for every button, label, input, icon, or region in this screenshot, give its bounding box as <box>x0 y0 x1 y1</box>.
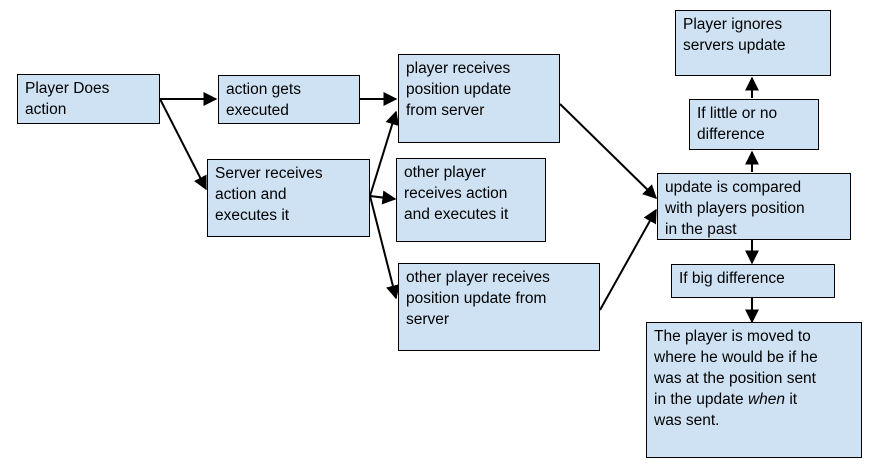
node-player-receives-update: player receives position update from ser… <box>398 54 560 143</box>
arrow-server-to-other-action <box>369 190 397 205</box>
node-action-gets-executed: action gets executed <box>218 75 360 124</box>
moved-text-emphasis: when <box>747 391 786 408</box>
arrow-server-to-player-receives <box>369 110 399 197</box>
node-big-difference: If big difference <box>671 264 835 298</box>
node-update-compared: update is compared with players position… <box>657 173 851 240</box>
node-little-or-no-difference: If little or no difference <box>689 99 819 150</box>
node-player-ignores-update: Player ignores servers update <box>675 10 831 76</box>
arrow-action-to-server <box>159 98 207 191</box>
moved-text-part1: The player is moved to where he would be… <box>654 328 818 408</box>
node-other-player-receives-update: other player receives position update fr… <box>398 263 600 351</box>
node-player-does-action: Player Does action <box>17 74 160 124</box>
arrow-other-update-to-compared <box>599 208 657 311</box>
node-server-receives-action: Server receives action and executes it <box>207 159 370 237</box>
node-other-player-receives-action: other player receives action and execute… <box>396 158 546 242</box>
moved-text-part2: it was sent. <box>654 391 798 429</box>
node-player-is-moved: The player is moved to where he would be… <box>646 322 862 458</box>
arrow-player-receives-to-compared <box>559 103 658 199</box>
arrow-server-to-other-update <box>369 195 400 300</box>
